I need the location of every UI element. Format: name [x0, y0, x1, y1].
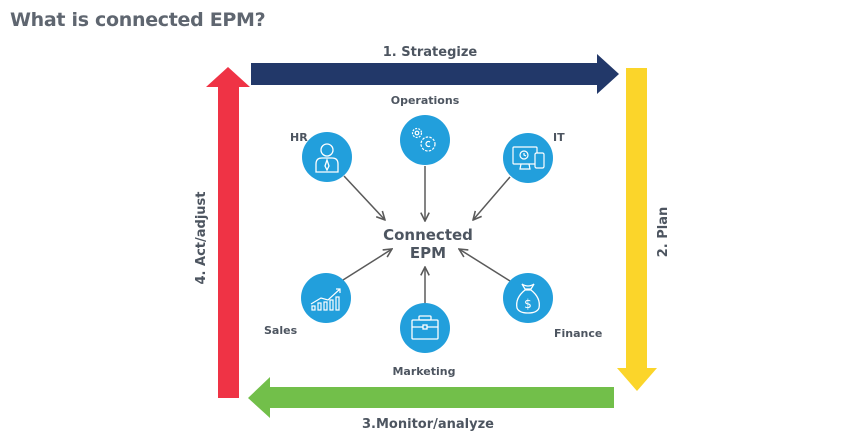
node-finance: $ Finance	[503, 273, 602, 340]
plan-arrow	[617, 68, 657, 391]
gears-icon	[411, 127, 436, 152]
step-plan-label: 2. Plan	[656, 207, 671, 258]
monitor-arrow	[248, 377, 614, 418]
center-label-line1: Connected	[383, 226, 473, 244]
node-hr-label: HR	[290, 131, 308, 144]
step-act-label: 4. Act/adjust	[194, 192, 209, 285]
strategize-arrow	[251, 54, 619, 94]
step-monitor-label: 3.Monitor/analyze	[362, 417, 494, 432]
connector-hr	[343, 175, 385, 220]
page-title: What is connected EPM?	[10, 9, 266, 31]
growth-chart-icon	[310, 288, 341, 311]
center-label-line2: EPM	[410, 244, 446, 262]
node-operations: Operations	[391, 94, 460, 165]
node-marketing: Marketing	[392, 303, 456, 378]
act-arrow	[206, 67, 250, 398]
node-marketing-label: Marketing	[392, 365, 455, 378]
svg-text:$: $	[524, 297, 532, 311]
person-icon	[315, 143, 339, 173]
node-it-label: IT	[553, 131, 565, 144]
node-operations-label: Operations	[391, 94, 460, 107]
devices-icon	[512, 146, 545, 170]
node-finance-label: Finance	[554, 327, 602, 340]
node-it: IT	[503, 131, 565, 183]
connector-finance	[459, 249, 511, 282]
node-sales: Sales	[264, 273, 351, 337]
money-bag-icon: $	[516, 283, 540, 314]
step-strategize-label: 1. Strategize	[383, 45, 478, 60]
connector-sales	[342, 249, 392, 281]
briefcase-icon	[411, 315, 439, 340]
node-hr: HR	[290, 131, 352, 182]
node-sales-label: Sales	[264, 324, 298, 337]
connector-it	[473, 176, 511, 220]
